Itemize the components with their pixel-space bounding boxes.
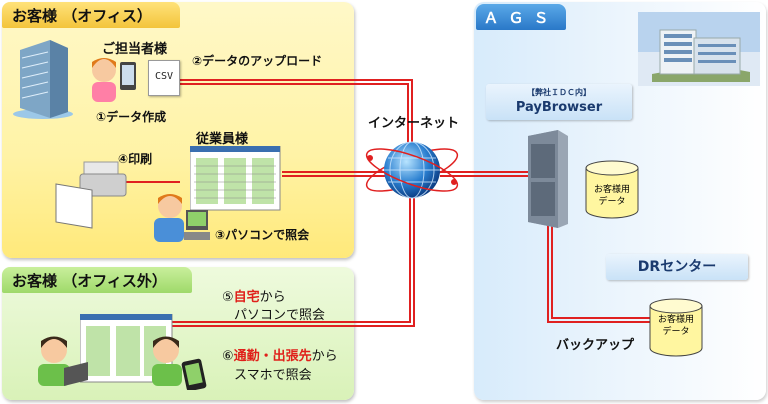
step4-label: ④印刷: [118, 152, 153, 166]
internet-label: インターネット: [368, 116, 460, 131]
office-panel-title: お客様 （オフィス）: [2, 2, 180, 28]
spreadsheet-screen-icon: [190, 146, 281, 211]
ags-panel-title: ＡＧＳ: [476, 4, 566, 30]
employee-pc-icon: [154, 194, 210, 242]
outside-panel-title: お客様 （オフィス外）: [2, 267, 192, 293]
backup-database-icon: [649, 298, 703, 357]
mobile-user-smartphone-icon: [152, 336, 207, 390]
step6-label: ⑥通勤・出張先から: [222, 345, 338, 364]
database-label-line1: お客様用: [593, 185, 630, 195]
step3-label: ③パソコンで照会: [215, 228, 310, 242]
step6-number: ⑥: [222, 349, 234, 364]
step5-suffix: から: [259, 290, 286, 305]
dr-center-box: DRセンター: [606, 254, 748, 280]
server-rack-icon: [528, 130, 568, 228]
step6-line2: スマホで照会: [234, 368, 312, 383]
datacenter-building-photo: [638, 12, 760, 86]
csv-file-icon: CSV: [148, 60, 180, 96]
idc-label: 【弊社ＩＤＣ内】: [527, 88, 591, 97]
database-label: お客様用 データ: [590, 184, 634, 208]
step5-label: ⑤自宅から: [222, 286, 286, 305]
step6-suffix: から: [311, 349, 338, 364]
person-in-charge-label: ご担当者様: [102, 42, 168, 57]
step5-highlight: 自宅: [233, 290, 260, 305]
home-user-laptop-icon: [38, 336, 88, 386]
backup-label: バックアップ: [556, 338, 635, 353]
backup-database-label: お客様用 データ: [654, 314, 698, 338]
employee-label: 従業員様: [196, 132, 249, 147]
step5-number: ⑤: [222, 290, 234, 305]
paybrowser-box: 【弊社ＩＤＣ内】 PayBrowser: [486, 84, 632, 120]
csv-file-label: CSV: [154, 71, 174, 82]
backup-database-label-line1: お客様用: [657, 315, 694, 325]
printer-icon: [55, 161, 127, 229]
person-in-charge-icon: [92, 58, 136, 102]
step1-label: ①データ作成: [96, 110, 167, 124]
customer-data-database-icon: [585, 160, 639, 219]
office-building-icon: [13, 40, 73, 119]
step6-highlight: 通勤・出張先: [233, 349, 312, 364]
step2-label: ②データのアップロード: [192, 54, 323, 68]
step5-line2: パソコンで照会: [234, 308, 326, 323]
internet-globe-icon: [365, 141, 459, 199]
database-label-line2: データ: [598, 197, 626, 207]
backup-database-label-line2: データ: [662, 327, 690, 337]
home-pc-screen-icon: [80, 314, 173, 383]
paybrowser-label: PayBrowser: [515, 100, 603, 115]
